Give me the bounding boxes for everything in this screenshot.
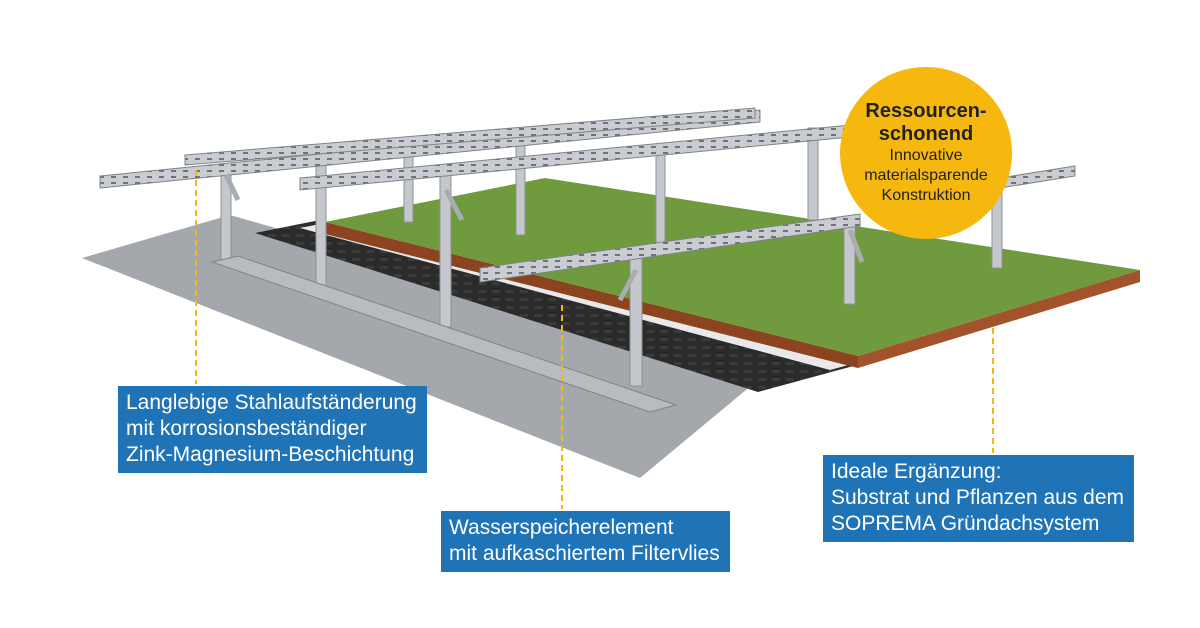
callout-line: Substrat und Pflanzen aus dem	[831, 486, 1125, 509]
callout-steel-mounting: Langlebige Stahlaufständerung mit korros…	[118, 386, 427, 473]
top-rails	[99, 107, 1076, 283]
substrate-side-right	[858, 270, 1140, 368]
callout-line: mit aufkaschiertem Filtervlies	[449, 542, 720, 565]
callout-line: Wasserspeicherelement	[449, 516, 674, 539]
callout-line: Zink-Magnesium-Beschichtung	[126, 443, 415, 466]
badge-text-line: Innovative	[889, 147, 963, 164]
resource-saving-badge: Ressourcen- schonend Innovative material…	[840, 67, 1012, 239]
badge-text-line: materialsparende	[864, 167, 988, 184]
badge-title-line: Ressourcen-	[865, 100, 987, 122]
callout-line: Langlebige Stahlaufständerung	[126, 391, 417, 414]
callout-green-roof: Ideale Ergänzung: Substrat und Pflanzen …	[823, 455, 1135, 542]
callout-line: Ideale Ergänzung:	[831, 460, 1002, 483]
ground-rails	[210, 255, 678, 413]
green-roof-surface	[325, 178, 1140, 356]
badge-title-line: schonend	[878, 123, 974, 145]
substrate-side-front	[325, 222, 858, 368]
callout-line: SOPREMA Gründachsystem	[831, 512, 1100, 535]
leader-lines	[195, 170, 994, 509]
badge-text-line: Konstruktion	[881, 187, 971, 204]
braces	[223, 173, 865, 302]
callout-water-storage: Wasserspeicherelement mit aufkaschiertem…	[441, 511, 730, 572]
callout-line: mit korrosionsbeständiger	[126, 417, 367, 440]
roof-surface	[82, 215, 770, 478]
